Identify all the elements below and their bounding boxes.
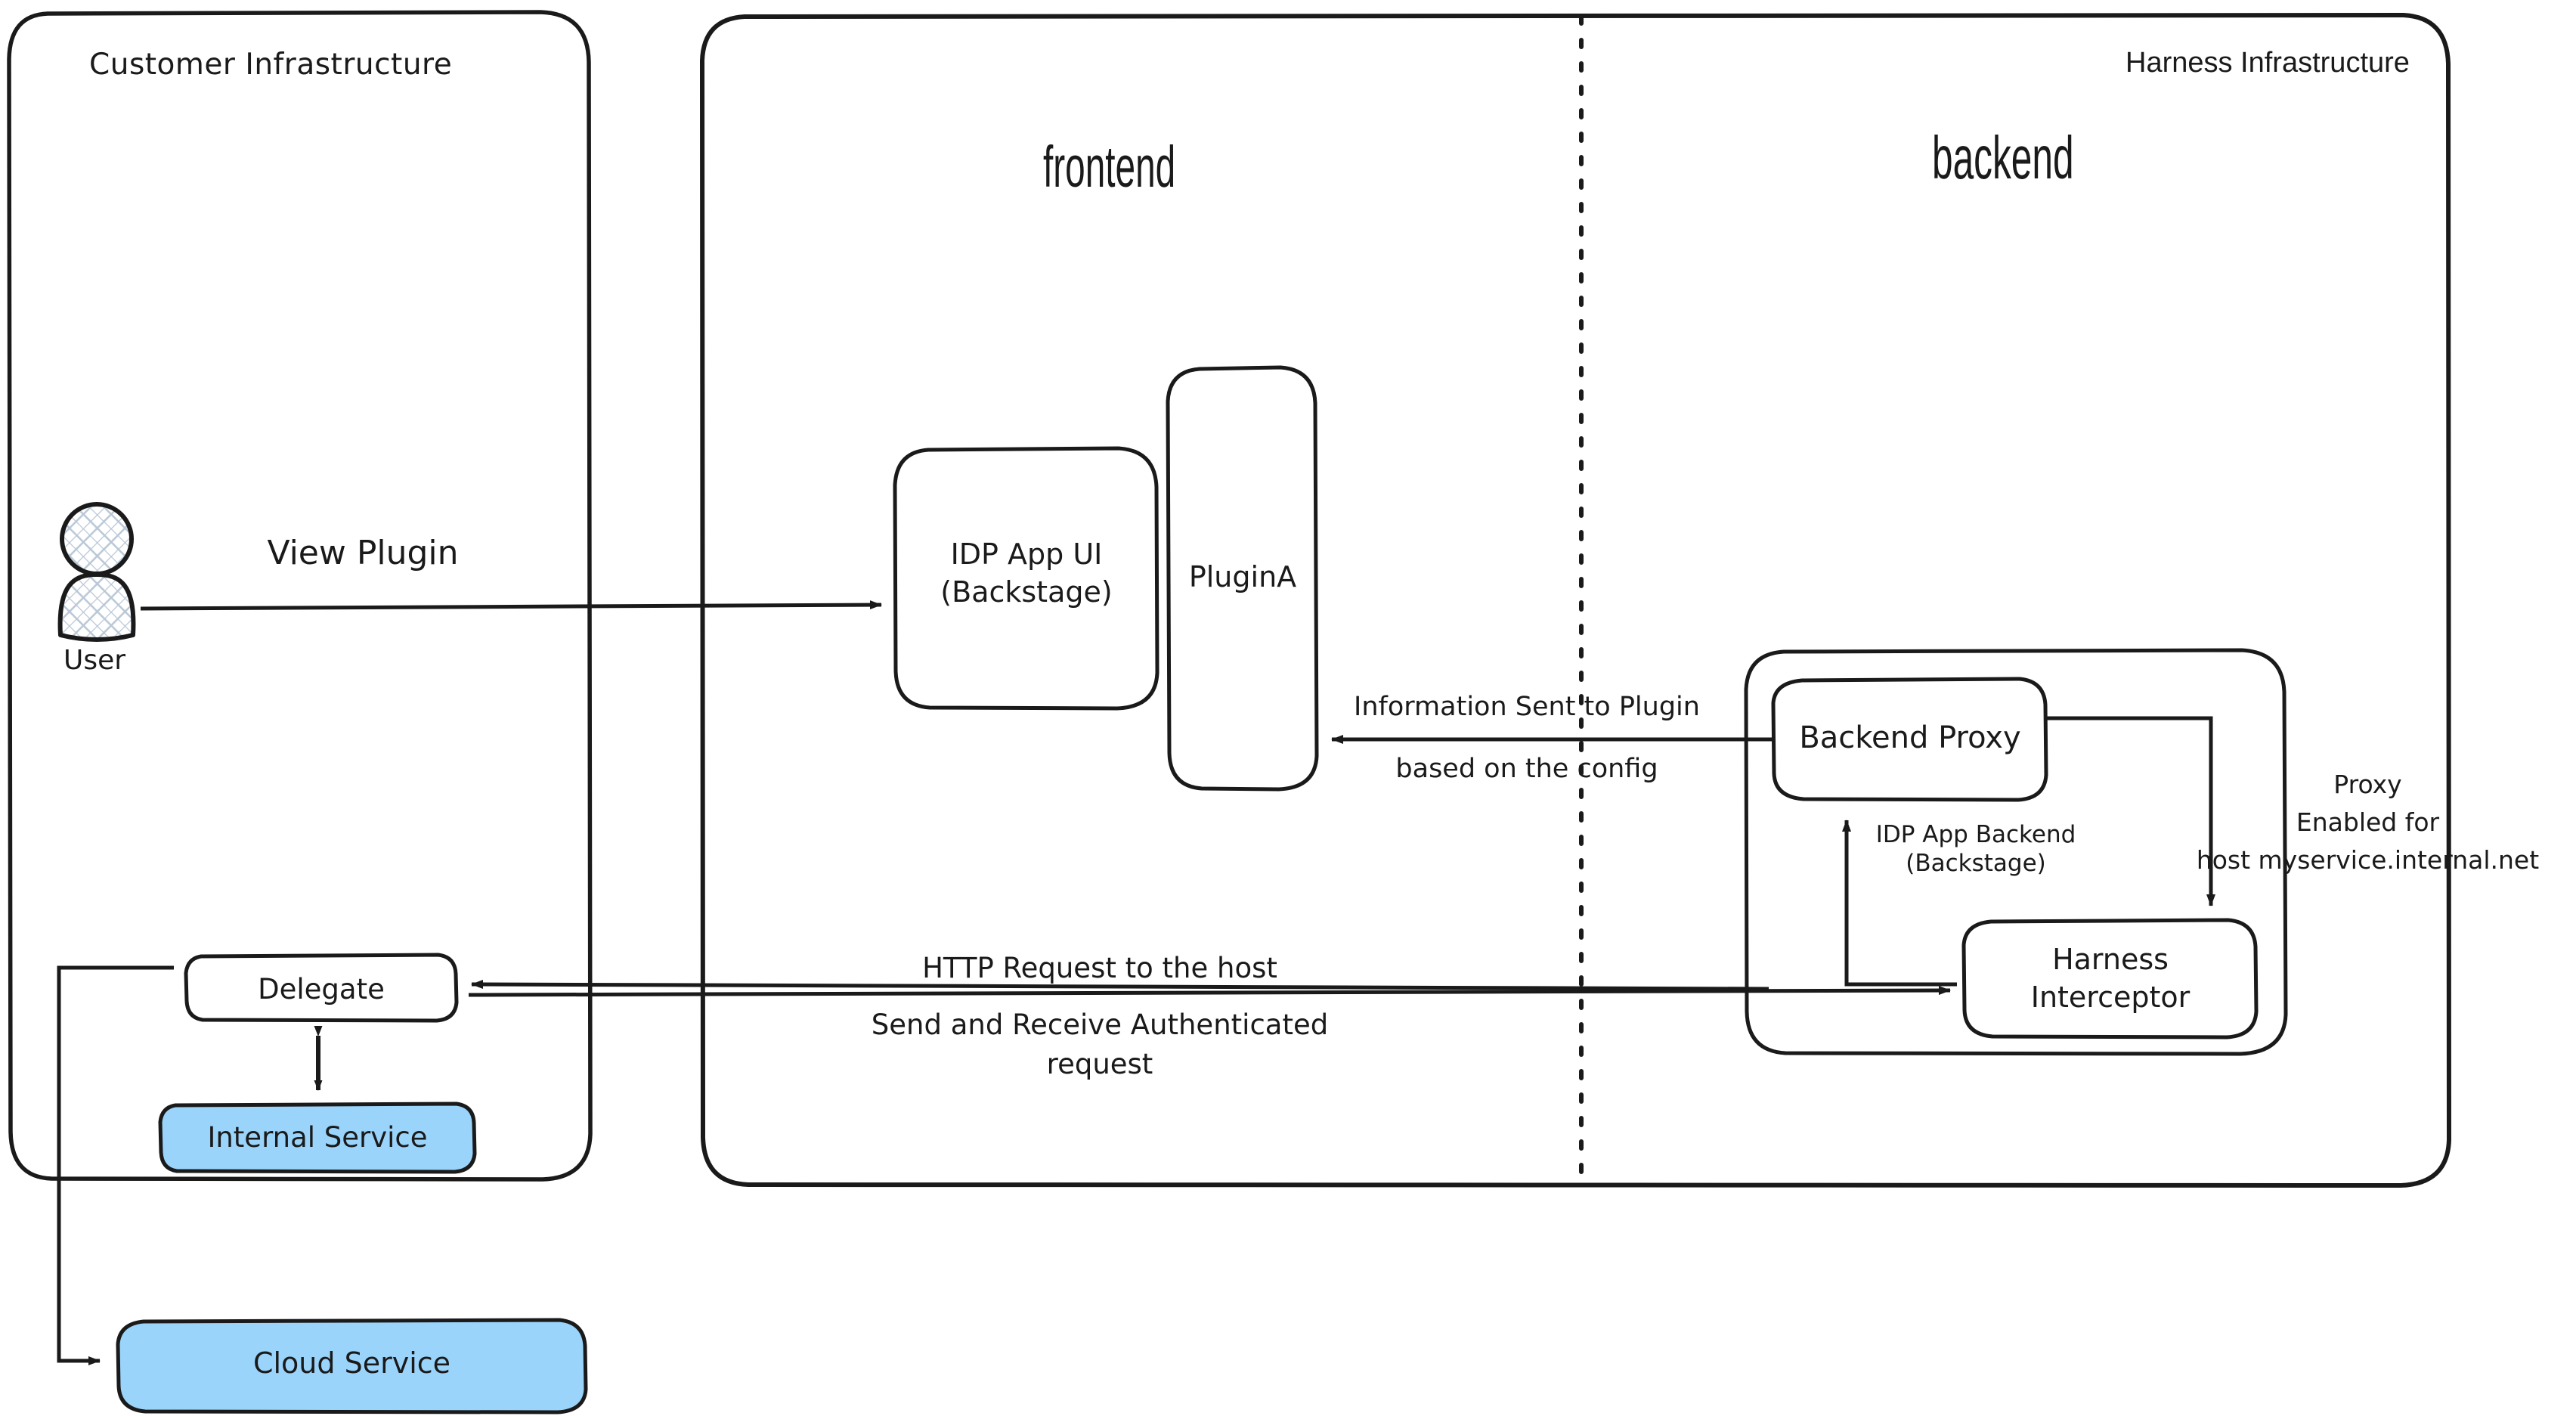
- delegate-shape[interactable]: [184, 953, 459, 1023]
- user-actor-shape: [57, 502, 136, 642]
- internal-service-shape[interactable]: [158, 1102, 477, 1174]
- container-customer-infrastructure: [7, 10, 593, 1182]
- edge-harness-interceptor-to-delegate: [471, 980, 1769, 991]
- container-harness-infrastructure: [700, 13, 2451, 1188]
- edge-harness-interceptor-to-backend-proxy: [1842, 820, 1957, 987]
- edge-delegate-to-harness-interceptor: [468, 986, 1951, 997]
- idp-app-ui-shape[interactable]: [893, 446, 1160, 711]
- plugin-a-shape[interactable]: [1166, 365, 1319, 792]
- container-idp-app-backend: [1744, 648, 2288, 1056]
- cloud-service-shape[interactable]: [116, 1318, 588, 1414]
- edge-backend-proxy-to-harness-interceptor: [2046, 716, 2215, 906]
- edge-user-to-idp-app-ui: [140, 600, 882, 611]
- backend-proxy-shape[interactable]: [1771, 677, 2048, 802]
- harness-interceptor-shape[interactable]: [1961, 918, 2259, 1040]
- edge-delegate-to-cloud-service: [57, 965, 174, 1365]
